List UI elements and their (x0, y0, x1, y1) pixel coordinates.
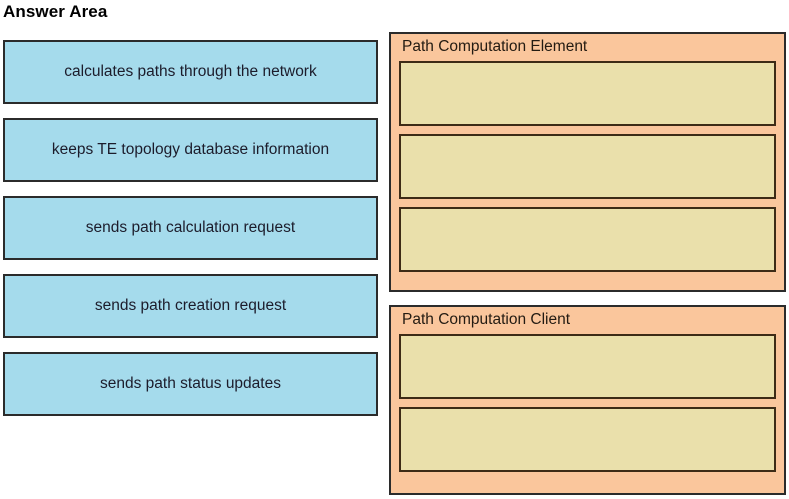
drop-slot[interactable] (399, 207, 776, 272)
source-tile[interactable]: calculates paths through the network (3, 40, 378, 104)
source-tile-label: calculates paths through the network (64, 63, 317, 80)
drop-slot[interactable] (399, 407, 776, 472)
category-panel-title: Path Computation Client (402, 311, 571, 328)
source-tile-list: calculates paths through the network kee… (3, 40, 378, 416)
drop-slot[interactable] (399, 61, 776, 126)
source-tile-label: sends path calculation request (85, 219, 296, 236)
source-tile[interactable]: keeps TE topology database information (3, 118, 378, 182)
source-tile-label: keeps TE topology database information (51, 141, 330, 158)
source-tile[interactable]: sends path creation request (3, 274, 378, 338)
source-tile-label: sends path status updates (100, 375, 281, 392)
category-panel-title: Path Computation Element (402, 38, 588, 55)
source-tile-label: sends path creation request (94, 297, 287, 314)
source-tile[interactable]: sends path status updates (3, 352, 378, 416)
drop-slot[interactable] (399, 334, 776, 399)
category-panel-path-computation-element: Path Computation Element (389, 32, 786, 292)
category-panel-path-computation-client: Path Computation Client (389, 305, 786, 495)
source-tile[interactable]: sends path calculation request (3, 196, 378, 260)
drop-slot[interactable] (399, 134, 776, 199)
page-title: Answer Area (3, 2, 108, 21)
